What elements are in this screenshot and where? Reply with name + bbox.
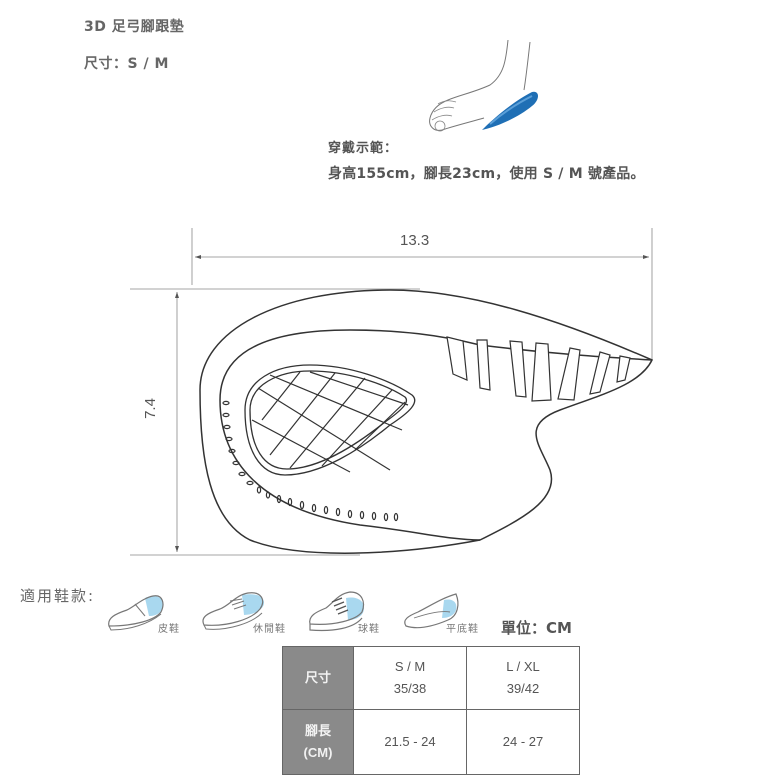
cell-lxl-size: L / XL 39/42 (466, 646, 580, 710)
table-row-size: 尺寸 S / M 35/38 L / XL 39/42 (282, 646, 580, 710)
shoe-label-flat: 平底鞋 (446, 624, 479, 635)
dress-shoe-icon (108, 595, 164, 631)
row-header-size: 尺寸 (282, 646, 354, 710)
sneaker-icon (309, 591, 365, 632)
shoe-label-boat: 休閒鞋 (253, 624, 286, 635)
insole-diagram (130, 228, 654, 556)
product-title: 3D 足弓腳跟墊 (84, 19, 185, 35)
row-header-foot-length: 腳長 (CM) (282, 709, 354, 775)
shoe-label-sneaker: 球鞋 (358, 624, 380, 635)
height-dimension: 7.4 (141, 398, 159, 419)
foot-with-heel-pad-icon (429, 40, 538, 132)
cell-sm-length: 21.5 - 24 (353, 709, 467, 775)
table-row-foot-length: 腳長 (CM) 21.5 - 24 24 - 27 (282, 709, 580, 775)
flat-shoe-icon (404, 593, 459, 629)
demo-label: 穿戴示範： (328, 141, 399, 156)
boat-shoe-icon (202, 592, 264, 630)
width-dimension: 13.3 (400, 232, 430, 249)
unit-label: 單位：CM (501, 619, 572, 637)
demo-text: 身高155cm，腳長23cm，使用 S / M 號產品。 (328, 166, 645, 182)
shoe-label-dress: 皮鞋 (158, 624, 180, 635)
cell-sm-size: S / M 35/38 (353, 646, 467, 710)
size-table: 尺寸 S / M 35/38 L / XL 39/42 腳長 (CM) 21.5… (282, 646, 580, 775)
cell-lxl-length: 24 - 27 (466, 709, 580, 775)
size-label: 尺寸：S / M (84, 56, 169, 72)
shoe-types-heading: 適用鞋款: (20, 587, 96, 605)
